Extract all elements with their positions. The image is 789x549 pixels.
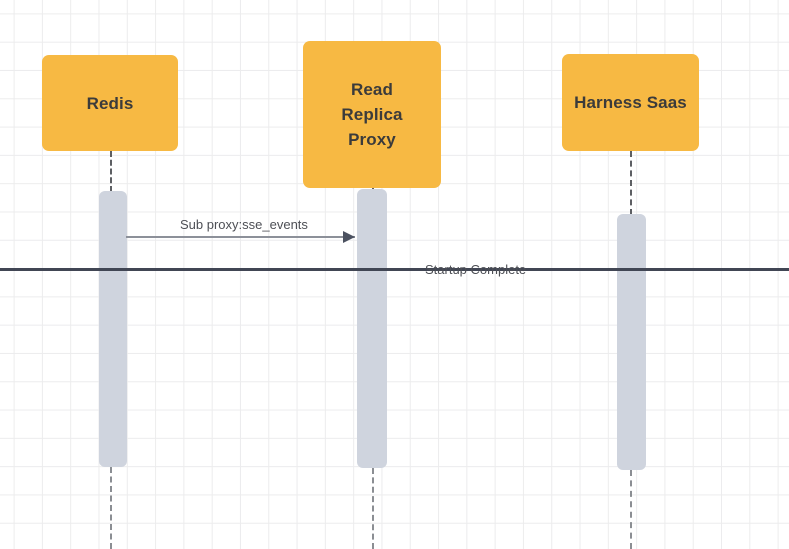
message-arrowhead-sub-proxy-sse-events [343, 231, 355, 243]
participant-label-harness-saas: Harness Saas [574, 93, 687, 112]
message-line-sub-proxy-sse-events[interactable] [126, 236, 355, 238]
lifeline-upper-redis [110, 151, 112, 192]
divider-line-startup-complete [0, 268, 789, 271]
lifeline-lower-redis [110, 467, 112, 549]
activation-bar-redis[interactable] [99, 191, 127, 467]
participant-label-redis: Redis [86, 93, 134, 113]
participant-box-read-replica-proxy[interactable]: Read Replica Proxy [303, 41, 441, 188]
activation-bar-proxy[interactable] [357, 189, 387, 468]
lifeline-lower-proxy [372, 468, 374, 549]
participant-box-redis[interactable]: Redis [42, 55, 178, 151]
activation-bar-harness[interactable] [617, 214, 646, 470]
divider-label-startup-complete: Startup Complete [425, 262, 527, 277]
participant-label-read-replica-proxy: Read Replica Proxy [341, 80, 403, 149]
lifeline-upper-harness [630, 151, 632, 215]
message-label-sub-proxy-sse-events: Sub proxy:sse_events [180, 217, 308, 232]
lifeline-lower-harness [630, 470, 632, 549]
participant-box-harness-saas[interactable]: Harness Saas [562, 54, 699, 151]
